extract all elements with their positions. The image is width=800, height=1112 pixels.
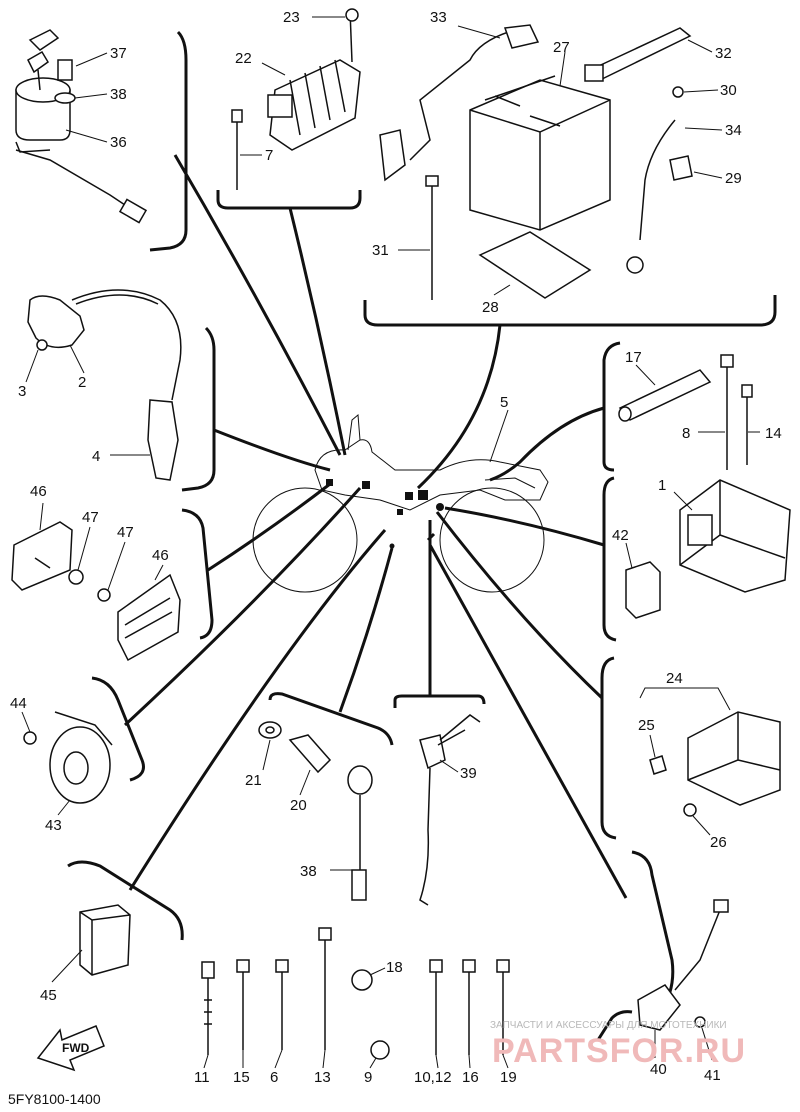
callout-47-left: 47: [82, 509, 99, 526]
part-horn: [23, 711, 113, 804]
callout-27: 27: [553, 39, 570, 56]
part-rear-brake-switch: [419, 714, 481, 906]
callout-34: 34: [725, 122, 742, 139]
callout-5: 5: [500, 394, 508, 411]
callout-26: 26: [710, 834, 727, 851]
callout-47-right: 47: [117, 524, 134, 541]
callout-11: 11: [194, 1069, 210, 1086]
callout-40: 40: [650, 1061, 667, 1078]
callout-leaders: [21, 16, 760, 1069]
part-ignition-coil: [27, 289, 182, 481]
callout-21: 21: [245, 772, 262, 789]
callout-6: 6: [270, 1069, 278, 1086]
callout-32: 32: [715, 45, 732, 62]
callout-23: 23: [283, 9, 300, 26]
callout-37: 38: [110, 86, 127, 103]
callout-7: 7: [265, 147, 273, 164]
callout-42: 42: [612, 527, 629, 544]
part-relay: [79, 904, 131, 976]
callout-36: 37: [110, 45, 127, 62]
callout-labels: 37 38 36 2 3 4 46 47 47 46 44 43 45 23 2…: [10, 9, 782, 1086]
callout-38: 38: [300, 863, 317, 880]
callout-8: 8: [682, 425, 690, 442]
callout-22: 22: [235, 50, 252, 67]
callout-24: 24: [666, 670, 683, 687]
callout-39: 39: [460, 765, 477, 782]
part-rectifier: [231, 8, 361, 190]
part-cdi-unit: [625, 479, 791, 619]
drawing-code: 5FY8100-1400: [8, 1091, 101, 1107]
part-starter-relay: [649, 711, 781, 817]
part-reflectors: [11, 521, 181, 662]
watermark-logo: PARTSFOR.RU: [492, 1032, 746, 1070]
callout-30: 30: [720, 82, 737, 99]
callout-29: 29: [725, 170, 742, 187]
callout-16: 16: [462, 1069, 479, 1086]
part-battery: [379, 24, 693, 300]
part-neutral-switch: [258, 721, 373, 901]
callout-20: 20: [290, 797, 307, 814]
callout-43: 43: [45, 817, 62, 834]
callout-33: 33: [430, 9, 447, 26]
motorcycle-outline: [252, 413, 549, 593]
callout-44: 44: [10, 695, 27, 712]
callout-1: 1: [658, 477, 666, 494]
callout-41: 41: [704, 1067, 721, 1084]
bike-connectors: [326, 479, 444, 549]
callout-15: 15: [233, 1069, 250, 1086]
callout-28: 28: [482, 299, 499, 316]
callout-4: 4: [92, 448, 100, 465]
direction-label: FWD: [62, 1041, 90, 1055]
part-cable-ties: [201, 927, 510, 1060]
watermark: ЗАПЧАСТИ И АКСЕССУАРЫ ДЛЯ МОТОТЕХНИКИ PA…: [490, 1020, 746, 1070]
callout-9: 9: [364, 1069, 372, 1086]
callout-46-right: 46: [152, 547, 169, 564]
watermark-text: ЗАПЧАСТИ И АКСЕССУАРЫ ДЛЯ МОТОТЕХНИКИ: [490, 1020, 727, 1031]
callout-14: 14: [765, 425, 782, 442]
fwd-arrow: FWD: [36, 1025, 105, 1072]
callout-25: 25: [638, 717, 655, 734]
group-brackets: [67, 30, 777, 1041]
callout-31: 31: [372, 242, 389, 259]
callout-2: 2: [78, 374, 86, 391]
part-speed-sensor: [637, 899, 729, 1031]
callout-45: 45: [40, 987, 57, 1004]
callout-18: 18: [386, 959, 403, 976]
part-wire-protector: [618, 354, 753, 470]
callout-17: 17: [625, 349, 642, 366]
callout-35: 36: [110, 134, 127, 151]
part-main-switch: [15, 29, 148, 224]
callout-13: 13: [314, 1069, 331, 1086]
callout-46-left: 46: [30, 483, 47, 500]
group-leaders: [123, 154, 628, 899]
callout-10-12: 10,12: [414, 1069, 452, 1086]
callout-3: 3: [18, 383, 26, 400]
callout-19: 19: [500, 1069, 517, 1086]
